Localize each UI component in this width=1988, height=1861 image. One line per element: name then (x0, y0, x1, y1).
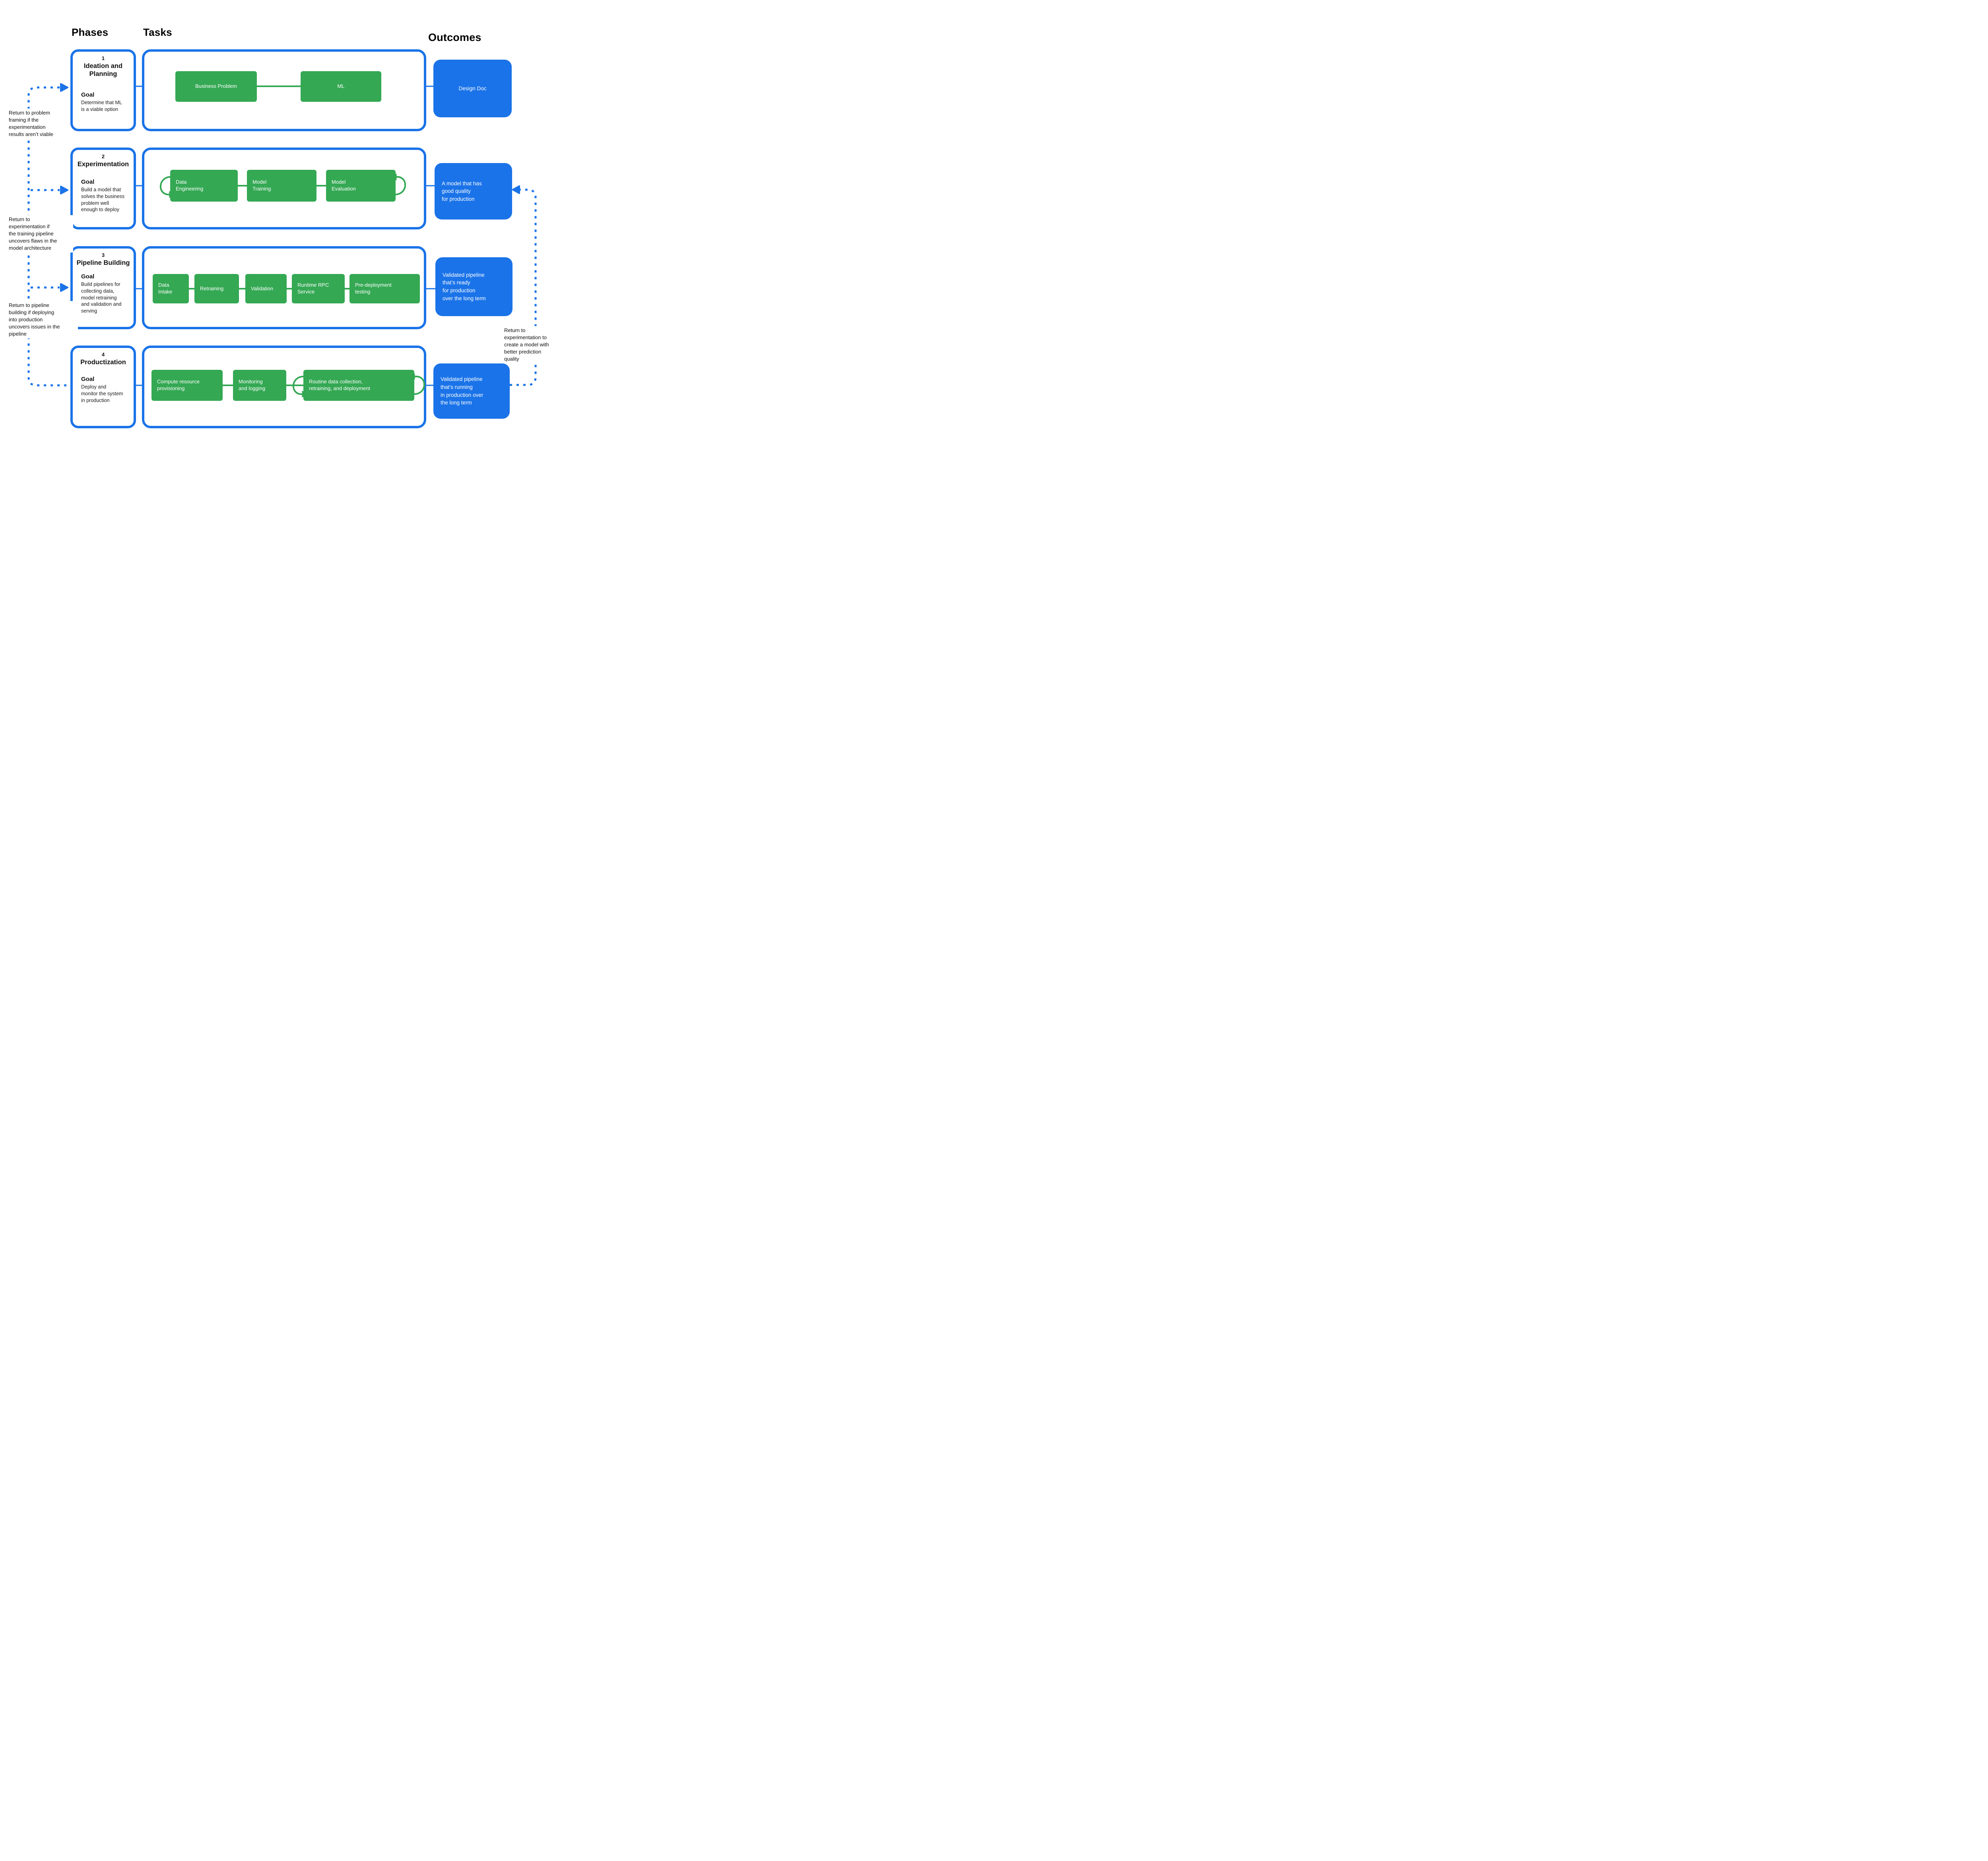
phases-column-header: Phases (72, 26, 109, 38)
phase-card-pipeline-building: 3 Pipeline Building Goal Build pipelines… (70, 246, 136, 329)
mlops-phases-diagram: Phases Tasks Outcomes 1 Ideation and Pla… (0, 0, 564, 465)
goal-text: Deploy and monitor the system in product… (81, 384, 123, 403)
task-data-engineering: Data Engineering (170, 170, 238, 202)
phase-title: Experimentation (77, 161, 129, 168)
arrowhead-to-phase-1-icon (60, 83, 68, 92)
phase-number: 2 (101, 153, 105, 159)
note-return-to-problem-framing: Return to problem framing if the experim… (9, 109, 65, 139)
goal-text: Build a model that solves the business p… (81, 187, 125, 213)
phase-title: Pipeline Building (76, 259, 130, 266)
outcome-validated-pipeline-running: Validated pipeline that’s running in pro… (433, 363, 510, 419)
task-business-problem: Business Problem (175, 71, 257, 102)
phase-card-experimentation: 2 Experimentation Goal Build a model tha… (70, 148, 136, 229)
phase-title: Productization (80, 359, 126, 366)
task-retraining: Retraining (194, 274, 239, 303)
outcomes-column-header: Outcomes (428, 31, 481, 43)
phase-card-ideation-planning: 1 Ideation and Planning Goal Determine t… (70, 49, 136, 131)
task-monitoring-and-logging: Monitoring and logging (233, 370, 286, 401)
note-return-to-experimentation-quality: Return to experimentation to create a mo… (504, 326, 558, 363)
phase-title: Ideation and Planning (83, 62, 123, 78)
phase-number: 1 (101, 55, 105, 61)
phase-card-productization: 4 Productization Goal Deploy and monitor… (70, 346, 136, 428)
note-return-to-experimentation: Return to experimentation if the trainin… (9, 215, 73, 253)
task-routine-data-collection-retraining-deployment: Routine data collection, retraining, and… (303, 370, 414, 401)
tasks-column-header: Tasks (143, 26, 172, 38)
outcome-validated-pipeline-ready: Validated pipeline that’s ready for prod… (435, 257, 513, 316)
task-ml: ML (301, 71, 381, 102)
arrowhead-to-phase-3-icon (60, 283, 68, 292)
outcome-design-doc: Design Doc (433, 60, 512, 117)
goal-label: Goal (81, 91, 95, 99)
arrowhead-to-outcome-2-icon (512, 185, 520, 194)
task-model-evaluation: Model Evaluation (326, 170, 396, 202)
outcome-model-good-quality: A model that has good quality for produc… (435, 163, 512, 220)
phase-number: 3 (101, 252, 105, 258)
goal-text: Determine that ML is a viable option (81, 100, 122, 112)
phase-number: 4 (101, 352, 105, 357)
note-return-to-pipeline-building: Return to pipeline building if deploying… (9, 301, 78, 338)
arrowhead-to-phase-2-icon (60, 186, 68, 194)
phase-to-tasks-connectors (136, 85, 142, 386)
task-pre-deployment-testing: Pre-deployment testing (349, 274, 420, 303)
task-validation: Validation (245, 274, 287, 303)
task-model-training: Model Training (247, 170, 316, 202)
goal-label: Goal (81, 376, 95, 383)
goal-label: Goal (81, 179, 95, 186)
task-runtime-rpc-service: Runtime RPC Service (292, 274, 345, 303)
goal-label: Goal (81, 273, 95, 280)
task-data-intake: Data Intake (153, 274, 189, 303)
tasks-to-outcome-connectors (426, 85, 435, 386)
goal-text: Build pipelines for collecting data, mod… (81, 282, 122, 314)
task-compute-resource-provisioning: Compute resource provisioning (151, 370, 223, 401)
